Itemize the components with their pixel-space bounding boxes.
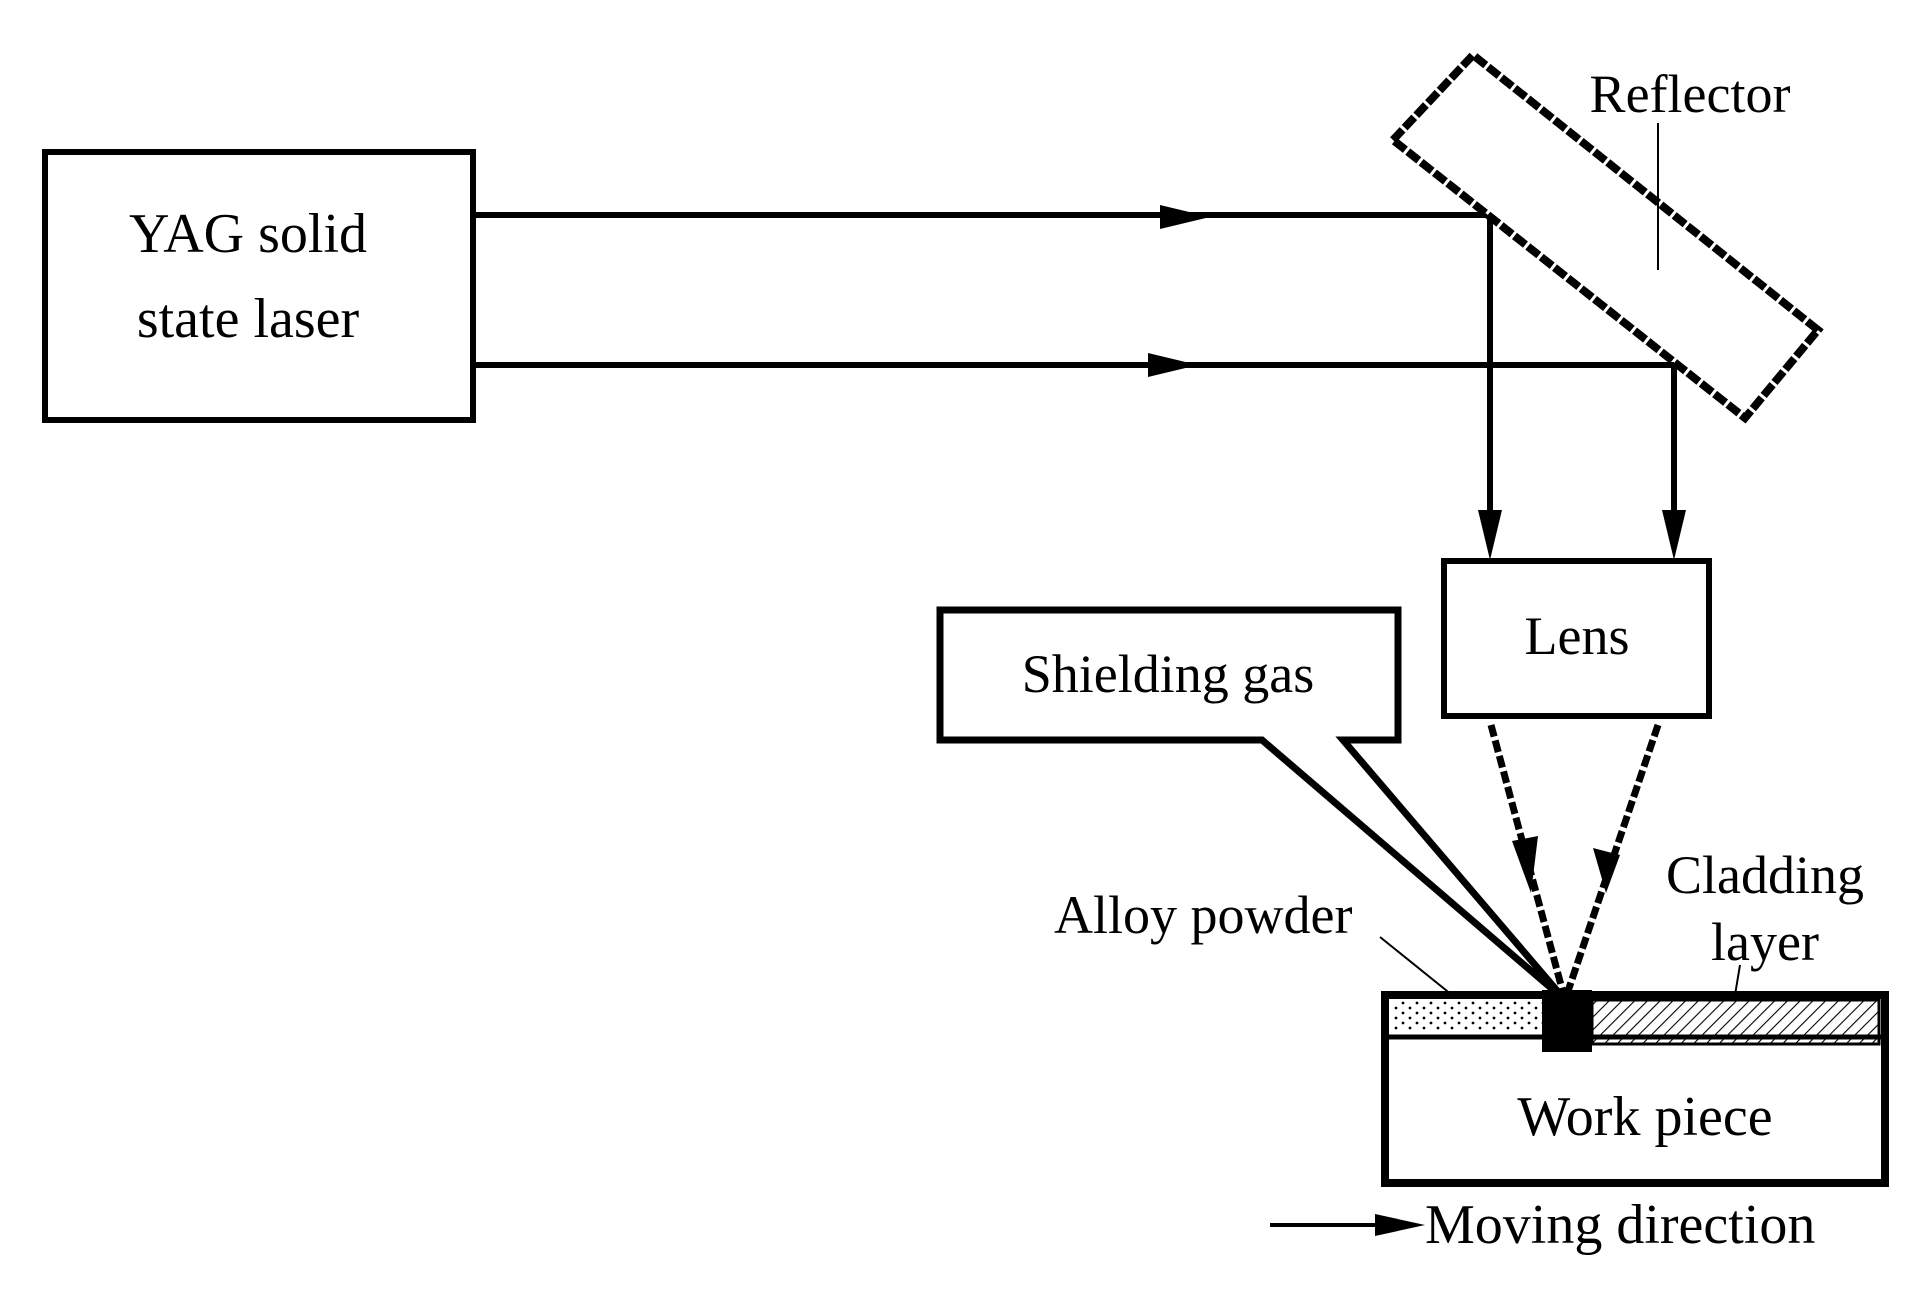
upper-beam-down-arrow: [1478, 510, 1502, 560]
yag-laser-box: YAG solid state laser: [42, 149, 476, 423]
moving-direction-arrow: [1375, 1214, 1425, 1236]
lower-beam-down-arrow: [1662, 510, 1686, 560]
laser-label-line2: state laser: [137, 288, 360, 350]
upper-laser-beam: [473, 205, 1502, 560]
cladding-layer-callout: Cladding layer: [1666, 845, 1864, 1026]
cladding-layer: [1590, 998, 1881, 1046]
moving-direction-label: Moving direction: [1425, 1194, 1815, 1256]
laser-label-line1: YAG solid: [129, 203, 367, 265]
alloy-powder-callout: Alloy powder: [1054, 885, 1453, 996]
alloy-powder-leader-line: [1379, 936, 1453, 996]
lower-laser-beam: [473, 353, 1686, 560]
cladding-label-line2: layer: [1711, 912, 1819, 972]
moving-direction: Moving direction: [1270, 1194, 1815, 1256]
work-piece: Work piece: [1381, 990, 1889, 1187]
reflector: Reflector: [1387, 49, 1824, 424]
shielding-gas-box: Shielding gas: [936, 606, 1568, 1003]
lens-box: Lens: [1441, 558, 1712, 719]
cladding-label-line1: Cladding: [1666, 845, 1864, 905]
focused-beam-left-arrow: [1512, 836, 1538, 893]
shielding-gas-label: Shielding gas: [1022, 644, 1315, 704]
focused-beam-right-arrow: [1593, 848, 1620, 893]
reflector-label: Reflector: [1590, 64, 1791, 124]
upper-beam-arrow: [1160, 205, 1210, 229]
alloy-powder-label: Alloy powder: [1054, 885, 1352, 945]
lower-beam-arrow: [1148, 353, 1198, 377]
molten-pool: [1542, 990, 1592, 1052]
alloy-powder-layer: [1392, 1001, 1542, 1031]
work-piece-label: Work piece: [1517, 1086, 1772, 1148]
lens-label: Lens: [1525, 606, 1630, 666]
focused-beams: [1487, 723, 1662, 1002]
